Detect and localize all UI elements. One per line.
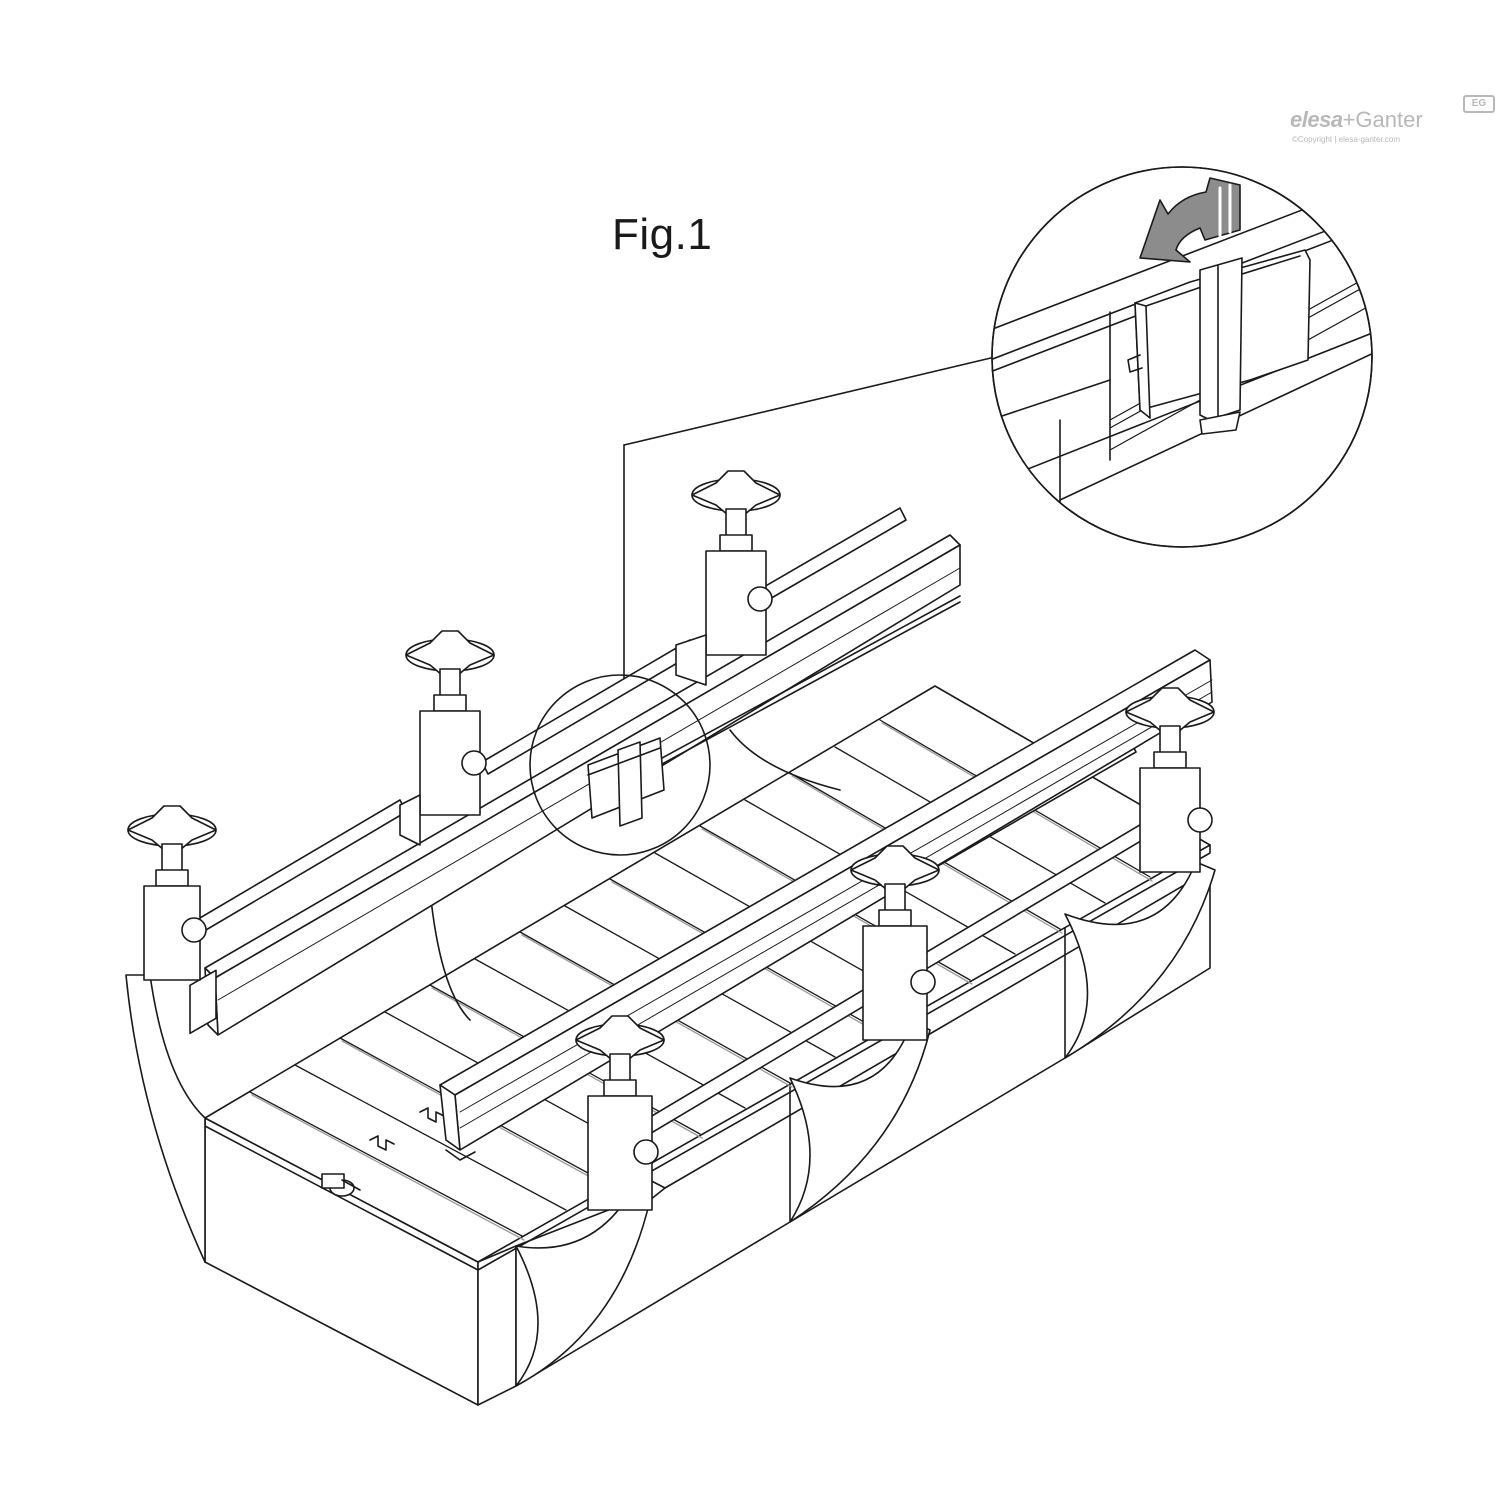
curved-bracket-feet [126,730,1215,1386]
support-post-2 [400,631,494,845]
guide-rail-left [190,535,960,1035]
detail-circle-small [530,675,710,855]
magnified-detail [990,167,1380,547]
figure-title: Fig.1 [612,210,713,259]
logo-brand-part2: +Ganter [1342,107,1423,132]
logo-copyright: ©Copyright | elesa-ganter.com [1292,135,1401,144]
insertion-arrow [1140,178,1240,262]
support-post-3 [676,471,780,685]
logo-brand-part1: elesa [1290,107,1343,132]
support-post-5 [851,846,939,1040]
guide-clip-small [588,738,664,826]
support-post-6 [576,1016,664,1210]
support-post-4 [1126,688,1214,872]
logo-badge: EG [1463,95,1495,113]
elesa-ganter-logo: elesa+Ganter EG ©Copyright | elesa-gante… [1290,93,1495,153]
logo-brand: elesa+Ganter [1290,107,1423,133]
support-post-1 [128,806,216,980]
